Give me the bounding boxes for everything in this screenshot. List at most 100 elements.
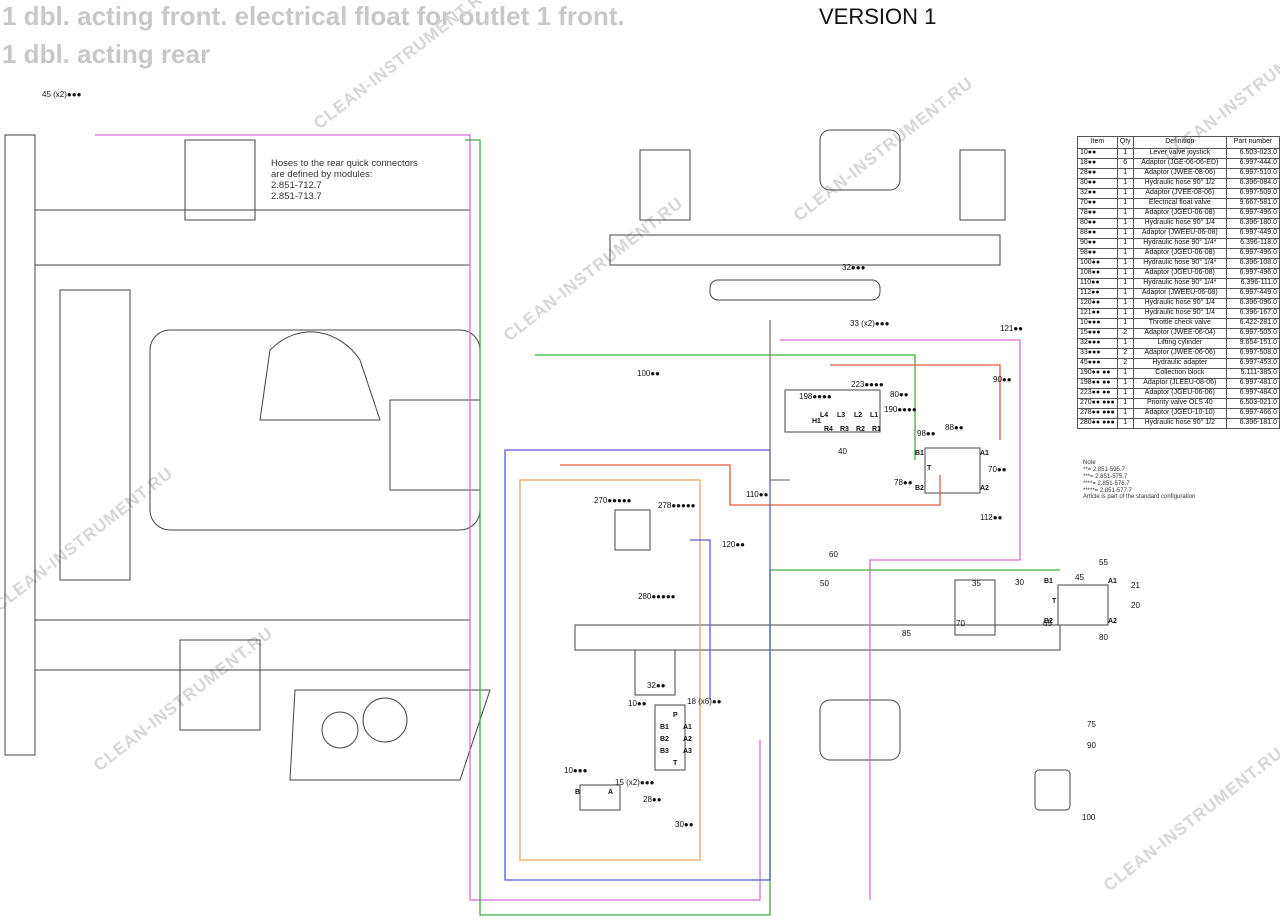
- joystick-valve-body: [654, 704, 686, 771]
- radiator: [59, 289, 131, 581]
- collection-block: [784, 389, 881, 433]
- footnote: *****= 2.851-577.7: [1083, 488, 1132, 494]
- lifting-cylinder: [709, 279, 881, 301]
- qty-cell: 1: [1116, 208, 1134, 219]
- part-number-cell: 6.997-484.0: [1225, 388, 1280, 399]
- part-number-cell: 6.396-111.0: [1225, 278, 1280, 289]
- engine-manifold: [259, 331, 381, 421]
- callout-label: 88●●: [945, 423, 964, 432]
- definition-cell: Hydraulic hose 90° 1/4: [1132, 308, 1227, 319]
- item-cell: 278●● ●●●: [1077, 408, 1118, 419]
- definition-cell: Priority valve OLS 40: [1132, 398, 1227, 409]
- note-line: are defined by modules:: [271, 169, 373, 180]
- port-label: B1: [1044, 578, 1053, 585]
- footnote: **= 2.851-595.7: [1083, 467, 1125, 473]
- diagram-title-line1: 1 dbl. acting front. electrical float fo…: [2, 1, 625, 31]
- part-number-cell: 6.503-021.0: [1225, 398, 1280, 409]
- hose-blue: [504, 449, 771, 881]
- priority-valve: [614, 509, 651, 551]
- part-number-cell: 6.997-508.0: [1225, 348, 1280, 359]
- definition-cell: Hydraulic adapter: [1132, 358, 1227, 369]
- footnote-title: Note: [1083, 460, 1096, 466]
- rear-hose-note: Hoses to the rear quick connectors are d…: [271, 158, 418, 202]
- port-label: B1: [660, 724, 669, 731]
- part-number-cell: 6.396-167.0: [1225, 308, 1280, 319]
- lower-right-hub: [819, 699, 901, 761]
- item-cell: 120●●: [1077, 298, 1118, 309]
- definition-cell: Adaptor (JGE-06-06-ED): [1132, 158, 1227, 169]
- upper-mount-plate: [639, 149, 691, 221]
- part-number-cell: 6.396-180.0: [1225, 218, 1280, 229]
- upper-right-bracket: [959, 149, 1006, 221]
- qty-cell: 1: [1116, 168, 1134, 179]
- part-number-cell: 6.396-118.0: [1225, 238, 1280, 249]
- version-label: VERSION 1: [819, 4, 937, 29]
- callout-label: 280●●●●●: [638, 592, 676, 601]
- definition-cell: Electrical float valve: [1132, 198, 1227, 209]
- part-number-cell: 6.422-281.0: [1225, 318, 1280, 329]
- port-label: L1: [870, 412, 878, 419]
- definition-cell: Adaptor (JWEE-06-06): [1132, 348, 1227, 359]
- callout-label: 10●●●: [564, 766, 588, 775]
- engine-block: [149, 329, 481, 531]
- callout-label: 100: [1082, 813, 1096, 822]
- callout-label: 10●●: [628, 699, 647, 708]
- qty-cell: 1: [1116, 308, 1134, 319]
- qty-cell: 1: [1116, 178, 1134, 189]
- item-cell: 10●●: [1077, 148, 1118, 159]
- definition-cell: Throttle check valve: [1132, 318, 1227, 329]
- definition-cell: Collection block: [1132, 368, 1227, 379]
- part-number-cell: 6.997-496.0: [1225, 248, 1280, 259]
- qty-cell: 1: [1116, 378, 1134, 389]
- callout-label: 30: [1015, 578, 1024, 587]
- item-cell: 33●●●: [1077, 348, 1118, 359]
- right-bracket: [954, 579, 996, 636]
- callout-label: 80: [1099, 633, 1108, 642]
- hose-green: [535, 354, 916, 460]
- qty-cell: 1: [1116, 418, 1134, 429]
- qty-cell: 1: [1116, 388, 1134, 399]
- note-line: 2.851-712.7: [271, 180, 322, 191]
- part-number-cell: 6.997-444.0: [1225, 158, 1280, 169]
- footnote: ***= 2.851-575.7: [1083, 474, 1128, 480]
- item-cell: 108●●: [1077, 268, 1118, 279]
- item-cell: 223●● ●●: [1077, 388, 1118, 399]
- qty-cell: 1: [1116, 368, 1134, 379]
- part-number-cell: 6.997-509.0: [1225, 188, 1280, 199]
- port-label: A3: [683, 748, 692, 755]
- throttle-check-valve: [579, 784, 621, 811]
- item-cell: 28●●: [1077, 168, 1118, 179]
- callout-label: 190●●●●: [884, 405, 917, 414]
- definition-cell: Adaptor (JWEEU-06-08): [1132, 228, 1227, 239]
- front-axle-beam: [35, 209, 471, 266]
- callout-label: 70●●: [988, 465, 1007, 474]
- port-label: P: [673, 712, 678, 719]
- item-cell: 110●●: [1077, 278, 1118, 289]
- callout-label: 18 (x6)●●: [687, 697, 722, 706]
- tank-filter: [362, 697, 408, 743]
- definition-cell: Adaptor (JGEU-10-10): [1132, 408, 1227, 419]
- tank-cap: [321, 711, 359, 749]
- callout-label: 278●●●●●: [658, 501, 696, 510]
- callout-label: 30●●: [675, 820, 694, 829]
- callout-label: 98●●: [917, 429, 936, 438]
- qty-cell: 1: [1116, 228, 1134, 239]
- item-cell: 190●● ●●: [1077, 368, 1118, 379]
- item-cell: 30●●: [1077, 178, 1118, 189]
- callout-label: 198●●●●: [799, 392, 832, 401]
- note-line: 2.851-713.7: [271, 191, 322, 202]
- part-number-cell: 6.997-449.0: [1225, 288, 1280, 299]
- item-cell: 32●●●: [1077, 338, 1118, 349]
- qty-cell: 1: [1116, 258, 1134, 269]
- column-header: Qty: [1116, 136, 1134, 149]
